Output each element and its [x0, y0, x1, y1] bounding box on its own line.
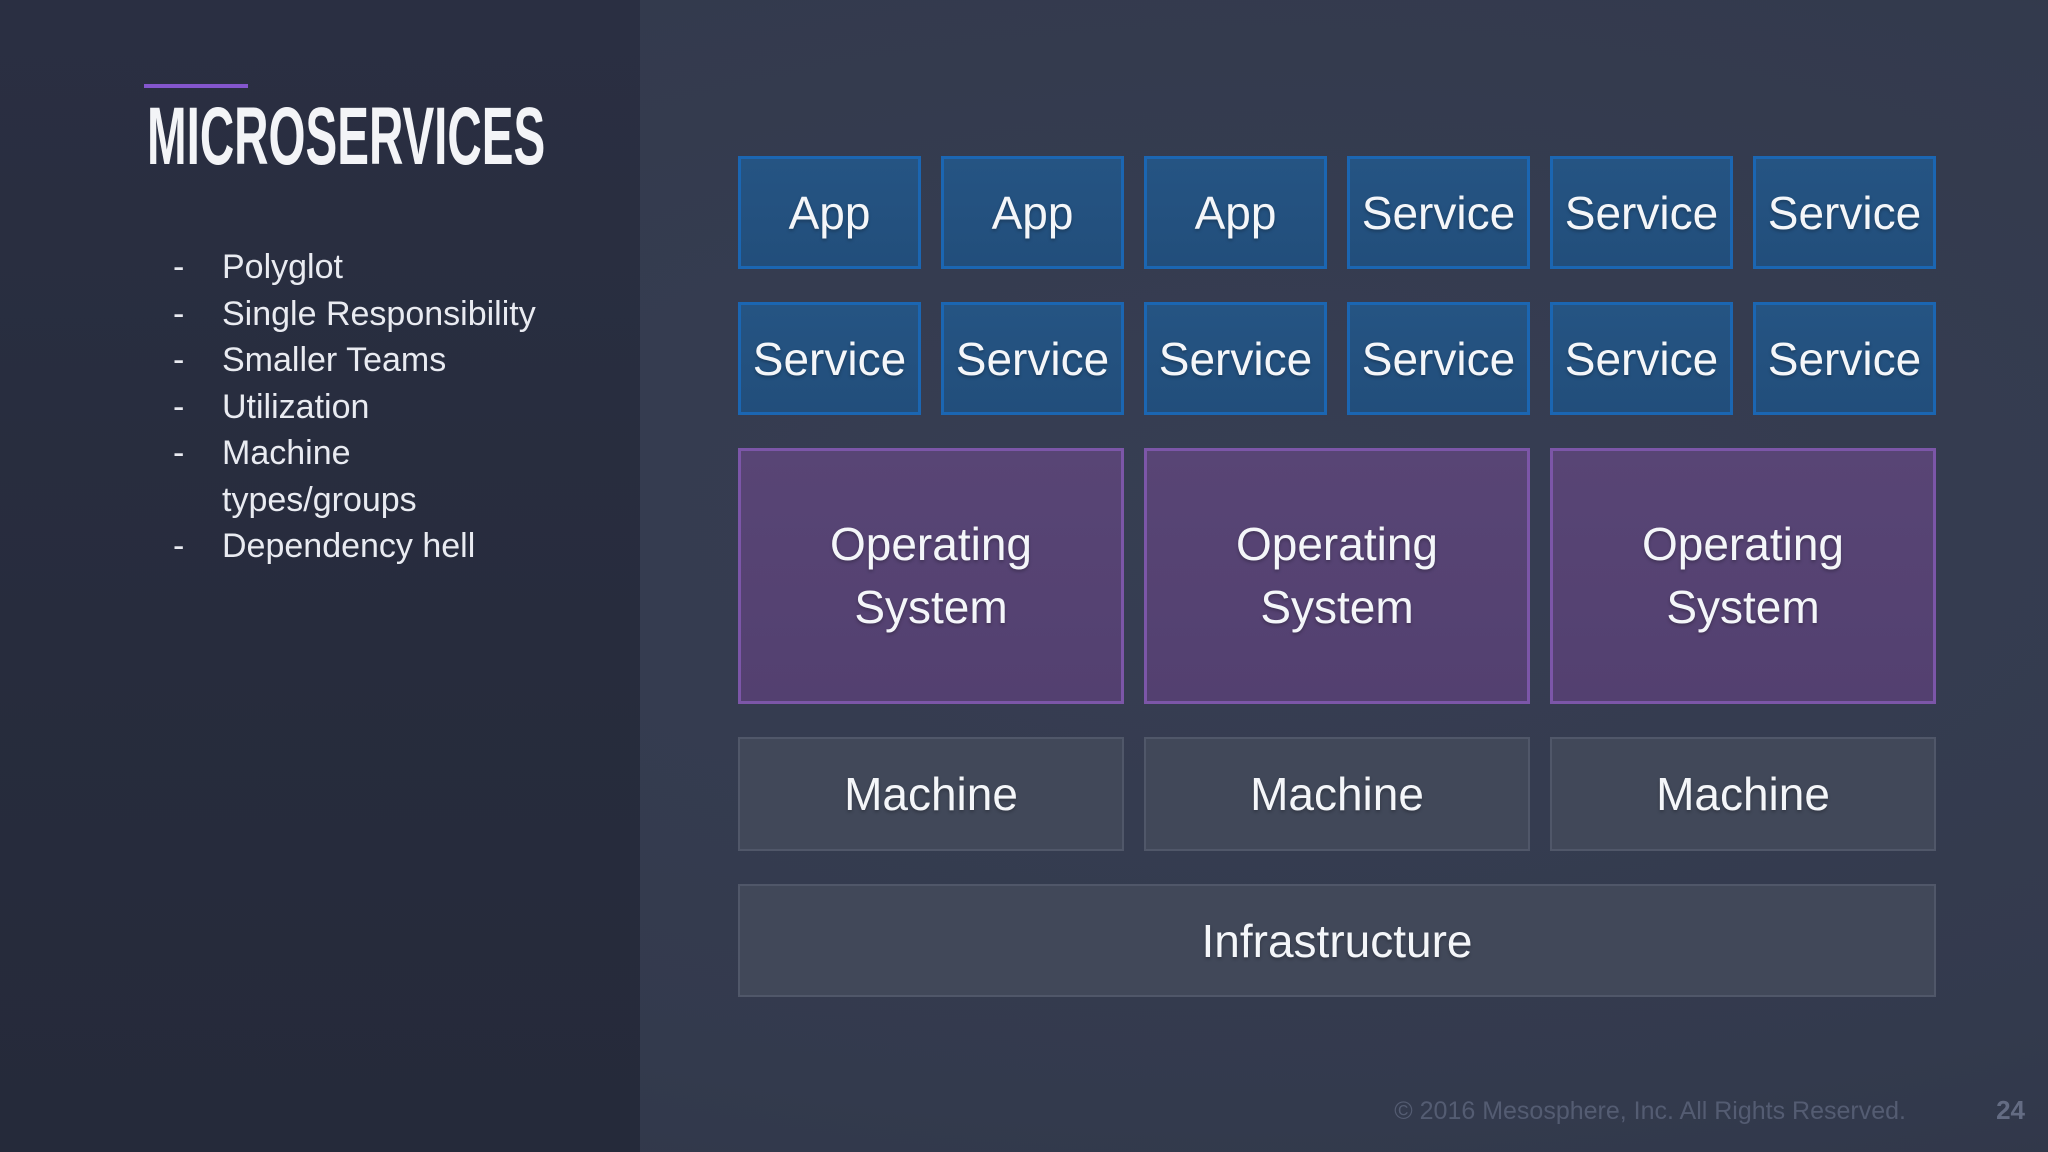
machine-box: Machine — [738, 737, 1124, 851]
app-box: App — [1144, 156, 1327, 269]
infrastructure-box: Infrastructure — [738, 884, 1936, 997]
service-box: Service — [1347, 156, 1530, 269]
box-label: Service — [1767, 332, 1922, 385]
machine-box: Machine — [1144, 737, 1530, 851]
bullet-dash: - — [173, 434, 185, 472]
box-label: App — [1194, 186, 1277, 239]
page-number: 24 — [1996, 1095, 2025, 1125]
box-label: Service — [1158, 332, 1313, 385]
service-box: Service — [738, 302, 921, 415]
bullet-text: Utilization — [222, 387, 370, 426]
box-label: Operating System — [1641, 517, 1844, 633]
bullet-item: - Single Responsibility — [173, 291, 542, 338]
service-box: Service — [1144, 302, 1327, 415]
box-label: Service — [1361, 186, 1516, 239]
bullet-item: - Polyglot — [173, 244, 542, 291]
os-box: Operating System — [738, 448, 1124, 704]
bullet-item: - Machine types/groups — [173, 430, 542, 523]
bullet-text: Single Responsibility — [222, 294, 536, 333]
service-box: Service — [941, 302, 1124, 415]
box-label: App — [788, 186, 871, 239]
slide-title: MICROSERVICES — [147, 91, 546, 182]
service-box: Service — [1347, 302, 1530, 415]
bullet-text: Machine types/groups — [222, 434, 417, 519]
bullet-item: - Smaller Teams — [173, 337, 542, 384]
service-box: Service — [1550, 156, 1733, 269]
app-box: App — [941, 156, 1124, 269]
os-box: Operating System — [1550, 448, 1936, 704]
box-label: Machine — [844, 768, 1018, 820]
bullet-text: Polyglot — [222, 248, 343, 286]
box-label: Operating System — [1235, 517, 1438, 633]
bullet-list: - Polyglot - Single Responsibility - Sma… — [173, 244, 542, 570]
bullet-dash: - — [173, 387, 185, 426]
bullet-dash: - — [173, 248, 185, 286]
service-box: Service — [1753, 302, 1936, 415]
box-label: Service — [955, 332, 1110, 385]
architecture-diagram: App App App Service Service Service Serv… — [738, 156, 1936, 997]
copyright-text: © 2016 Mesosphere, Inc. All Rights Reser… — [1394, 1097, 1906, 1125]
app-box: App — [738, 156, 921, 269]
box-label: Service — [752, 332, 907, 385]
box-label: Service — [1767, 186, 1922, 239]
os-box: Operating System — [1144, 448, 1530, 704]
box-label: Machine — [1250, 768, 1424, 820]
box-label: Service — [1564, 186, 1719, 239]
box-label: App — [991, 186, 1074, 239]
bullet-dash: - — [173, 294, 185, 333]
service-box: Service — [1550, 302, 1733, 415]
box-label: Infrastructure — [1201, 914, 1473, 967]
machine-box: Machine — [1550, 737, 1936, 851]
bullet-item: - Dependency hell — [173, 523, 542, 570]
bullet-item: - Utilization — [173, 384, 542, 431]
box-label: Service — [1564, 332, 1719, 385]
title-accent-line — [144, 84, 248, 88]
box-label: Machine — [1656, 768, 1830, 820]
box-label: Operating System — [829, 517, 1032, 633]
bullet-dash: - — [173, 341, 185, 379]
box-label: Service — [1361, 332, 1516, 385]
service-box: Service — [1753, 156, 1936, 269]
bullet-text: Dependency hell — [222, 527, 476, 565]
bullet-text: Smaller Teams — [222, 341, 447, 379]
left-panel: MICROSERVICES - Polyglot - Single Respon… — [0, 0, 640, 1152]
bullet-dash: - — [173, 527, 185, 565]
